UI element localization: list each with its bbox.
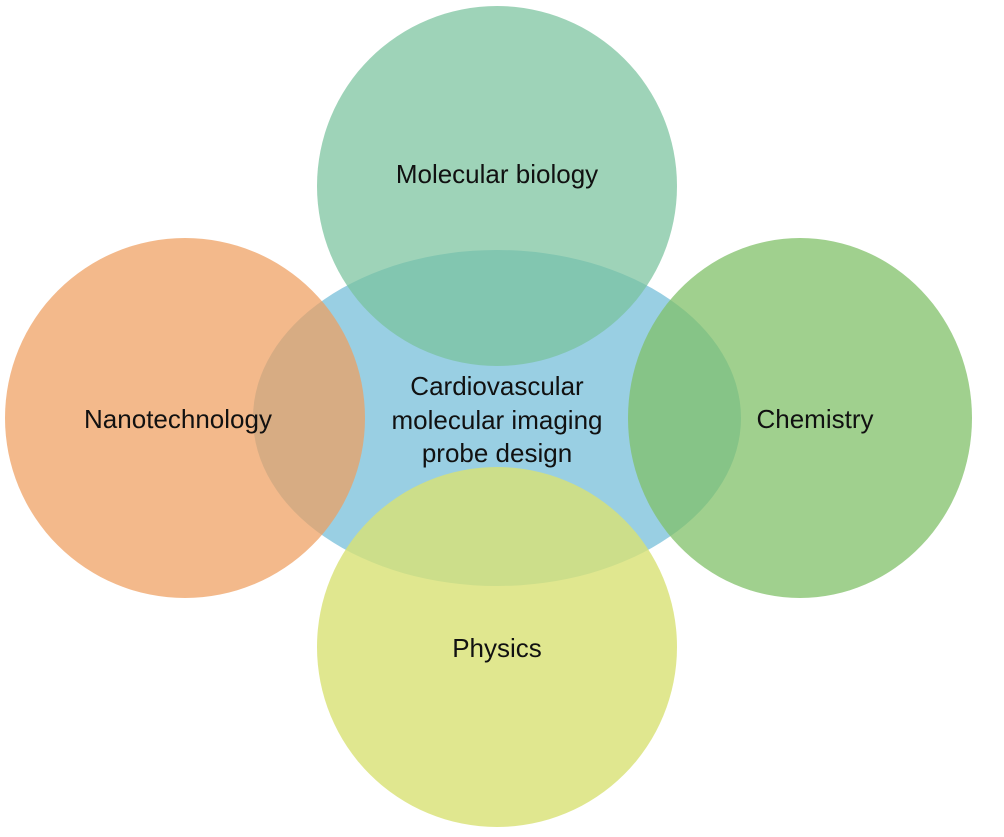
label-molecular-biology: Molecular biology xyxy=(396,159,598,189)
center-label-line-3: probe design xyxy=(422,438,572,468)
center-ellipse xyxy=(253,250,741,586)
label-chemistry: Chemistry xyxy=(756,404,873,434)
label-physics: Physics xyxy=(452,633,542,663)
center-label-line-2: molecular imaging xyxy=(392,405,603,435)
circle-right xyxy=(628,238,972,598)
label-nanotechnology: Nanotechnology xyxy=(84,404,272,434)
center-label-line-1: Cardiovascular xyxy=(410,371,584,401)
circle-bottom xyxy=(317,467,677,827)
circle-top xyxy=(317,6,677,366)
circle-left xyxy=(5,238,365,598)
